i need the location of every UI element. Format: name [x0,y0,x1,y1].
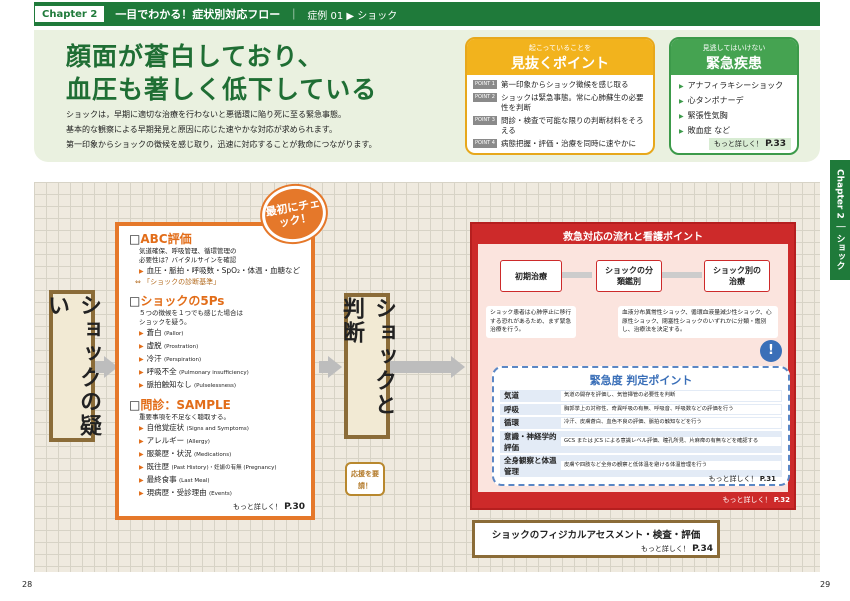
step-classification: ショックの分類鑑別 [596,260,662,292]
exclamation-icon: ! [760,340,782,362]
page-number-right: 29 [820,580,831,589]
header-title: 一目でわかる！症状別対応フロー [115,8,281,21]
severity-row: 全身観察と体温管理皮膚や四肢など全身の観察と低体温を避ける体温管理を行う [500,454,782,477]
judge-box: ショックと判断 [339,293,396,439]
header-separator: ｜ [288,8,300,21]
points-title: 見抜くポイント [511,56,609,72]
diseases-more-link[interactable]: もっと詳しく！ P.33 [708,138,791,150]
disease-item: 心タンポナーデ [679,94,789,109]
main-title: 顔面が蒼白しており、 血圧も著しく低下している [66,42,378,104]
check-box: □ABC評価 気道確保、呼吸管理、循環管理の 必要性は？バイタルサインを確認 ▶… [115,222,315,520]
severity-panel: 緊急度 判定ポイント 気道気道の開存を評価し、気管挿管の必要性を判断 呼吸胸郭挙… [492,366,790,486]
suspect-box: ショックの疑い [44,290,101,442]
step-initial-treatment: 初期治療 [500,260,562,292]
flow-arrow [319,361,329,373]
emergency-flow-box: 救急対応の流れと看護ポイント 初期治療 ショックの分類鑑別 ショック別の治療 シ… [470,222,796,510]
chapter-side-tab[interactable]: Chapter 2 ｜ ショック [830,160,850,280]
flow-arrow-head [451,356,465,378]
step-arrow [562,272,592,278]
disease-item: 敗血症 など [679,124,789,139]
step-arrow [662,272,702,278]
flow-arrow [390,361,452,373]
disease-item: アナフィラキシーショック [679,79,789,94]
severity-title: 緊急度 判定ポイント [589,374,693,387]
intro-text: ショックは，早期に適切な治療を行わないと悪循環に陥り死に至る緊急事態。 基本的な… [66,110,377,149]
physical-more-link[interactable]: もっと詳しく！ P.34 [640,544,713,554]
severity-more-link[interactable]: もっと詳しく！ P.31 [708,475,776,483]
flow-arrow-head [104,356,118,378]
abc-title: □ABC評価 [129,232,192,246]
note-classification: 血液分布異常性ショック、循環血液量減少性ショック、心原性ショック、閉塞性ショック… [618,306,778,338]
severity-row: 呼吸胸郭挙上の対称性、奇異呼吸の有無、呼吸音、呼吸数などの評価を行う [500,403,782,415]
step-treatment-by-type: ショック別の治療 [704,260,770,292]
chapter-label: Chapter 2 [34,5,106,23]
header-case: 症例 01 ▶ ショック [307,10,398,22]
page-number-left: 28 [22,580,33,589]
physical-title: ショックのフィジカルアセスメント・検査・評価 [491,530,701,541]
severity-row: 気道気道の開存を評価し、気管挿管の必要性を判断 [500,390,782,402]
severity-row: 循環冷汗、皮膚蒼白、血色不良の評価、脈拍の触知などを行う [500,417,782,429]
flow-arrow [95,361,105,373]
disease-item: 緊張性気胸 [679,109,789,124]
check-more-link[interactable]: もっと詳しく！ P.30 [232,502,305,512]
page-header: Chapter 2 一目でわかる！症状別対応フロー ｜ 症例 01 ▶ ショック [34,2,820,26]
flow-arrow-head [328,356,342,378]
emergency-more-link[interactable]: もっと詳しく！ P.32 [722,496,790,504]
diseases-title: 緊急疾患 [706,56,762,72]
call-support-badge: 応援を要請！ [345,462,385,496]
physical-assessment-box: ショックのフィジカルアセスメント・検査・評価 もっと詳しく！ P.34 [472,520,720,558]
diagnosis-criteria-link[interactable]: ⇔ 「ショックの診断基準」 [135,278,221,286]
5ps-title: □ショックの5Ps [129,294,225,308]
sample-title: □問診：SAMPLE [129,398,231,412]
emergency-title: 救急対応の流れと看護ポイント [563,232,703,243]
note-initial: ショック患者は心肺停止に移行する恐れがあるため、まず緊急治療を行う。 [486,306,576,338]
